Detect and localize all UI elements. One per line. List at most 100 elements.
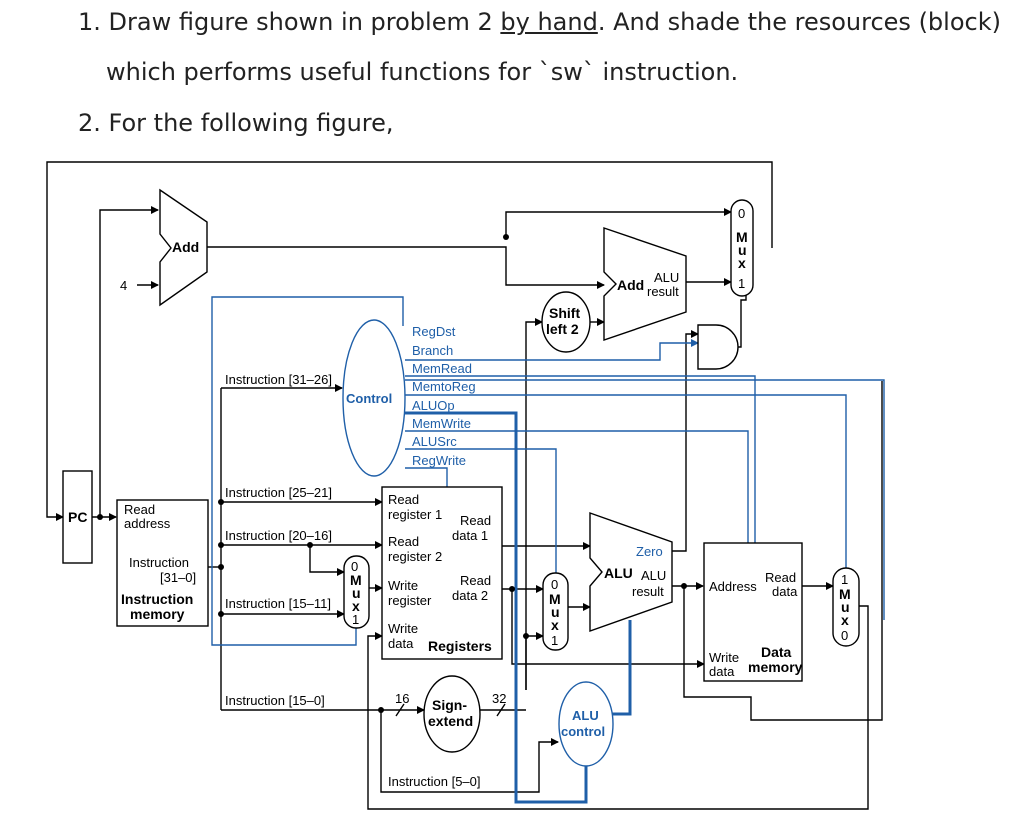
- pcsrc-mux-u: u: [738, 242, 747, 258]
- alu-control: ALU control: [558, 681, 614, 767]
- imem-read-address-1: Read: [124, 502, 155, 517]
- question-1-line-1: 1. Draw figure shown in problem 2 by han…: [78, 8, 1001, 36]
- field-31-26: Instruction [31–26]: [225, 372, 332, 387]
- control-label: Control: [346, 391, 392, 406]
- field-5-0: Instruction [5–0]: [388, 774, 481, 789]
- alu-control-1: ALU: [572, 708, 599, 723]
- question-2-number: 2.: [78, 109, 101, 137]
- pcsrc-mux-m: M: [736, 229, 748, 245]
- regdst-mux-zero: 0: [351, 559, 358, 574]
- question-1-number: 1.: [78, 8, 101, 36]
- reg-read-data2-1: Read: [460, 573, 491, 588]
- pcsrc-mux: 0 M u x 1: [730, 199, 754, 297]
- imem-name-1: Instruction: [121, 591, 193, 607]
- signal-alusrc: ALUSrc: [412, 434, 457, 449]
- signal-regdst: RegDst: [412, 324, 456, 339]
- branch-and-gate: [697, 324, 739, 370]
- memtoreg-mux-m: M: [839, 586, 851, 602]
- sign-extend-2: extend: [428, 713, 473, 729]
- data-memory: Address Read data Write data Data memory: [703, 542, 803, 682]
- signal-memtoreg: MemtoReg: [412, 379, 476, 394]
- regdst-mux-u: u: [352, 585, 361, 601]
- branch-adder: Add ALU result: [603, 227, 687, 341]
- regdst-mux-x: x: [352, 598, 360, 614]
- field-15-11: Instruction [15–11]: [225, 596, 331, 611]
- shift-left-2: Shift left 2: [541, 291, 591, 353]
- pcsrc-mux-one: 1: [738, 276, 745, 291]
- control-signal-labels: RegDst Branch MemRead MemtoReg ALUOp Mem…: [412, 324, 476, 468]
- dmem-name-2: memory: [748, 659, 803, 675]
- sign-extend-1: Sign-: [432, 697, 467, 713]
- question-1-line-2: which performs useful functions for `sw`…: [106, 58, 739, 86]
- reg-read-data1-2: data 1: [452, 528, 488, 543]
- register-file: Read register 1 Read data 1 Read registe…: [381, 486, 503, 660]
- memtoreg-mux-one: 1: [841, 572, 848, 587]
- field-25-21: Instruction [25–21]: [225, 485, 332, 500]
- alu-zero: Zero: [636, 544, 663, 559]
- shift-label-2: left 2: [546, 321, 579, 337]
- bus-width-slashes: [395, 703, 506, 717]
- reg-read-reg1-1: Read: [388, 492, 419, 507]
- pcsrc-mux-zero: 0: [738, 206, 745, 221]
- pc-adder: Add: [159, 188, 208, 307]
- alusrc-mux-x: x: [551, 617, 559, 633]
- alusrc-mux: 0 M u x 1: [542, 572, 569, 651]
- reg-read-reg2-1: Read: [388, 534, 419, 549]
- pcsrc-mux-x: x: [738, 255, 746, 271]
- alu-result-1: ALU: [641, 568, 666, 583]
- imem-read-address-2: address: [124, 516, 171, 531]
- regdst-mux-m: M: [350, 572, 362, 588]
- branch-adder-label: Add: [617, 277, 644, 293]
- signal-regwrite: RegWrite: [412, 453, 466, 468]
- reg-read-data2-2: data 2: [452, 588, 488, 603]
- field-20-16: Instruction [20–16]: [225, 528, 332, 543]
- question-1-underline: by hand: [500, 8, 598, 36]
- reg-read-reg1-2: register 1: [388, 507, 442, 522]
- reg-write-reg-2: register: [388, 593, 432, 608]
- signal-memread: MemRead: [412, 361, 472, 376]
- alu-control-2: control: [561, 724, 605, 739]
- signal-aluop: ALUOp: [412, 398, 455, 413]
- pc-label: PC: [68, 509, 87, 525]
- regdst-mux-one: 1: [352, 612, 359, 627]
- alu: ALU Zero ALU result: [589, 512, 673, 632]
- dmem-name-1: Data: [761, 644, 792, 660]
- dmem-write-data-1: Write: [709, 650, 739, 665]
- signal-branch: Branch: [412, 343, 453, 358]
- control-unit: Control: [342, 319, 406, 477]
- question-1-text-b: . And shade the resources (block): [597, 8, 1001, 36]
- reg-write-reg-1: Write: [388, 578, 418, 593]
- shift-label-1: Shift: [549, 305, 580, 321]
- junction-dots: [97, 234, 687, 713]
- instruction-field-labels: Instruction [31–26] Instruction [25–21] …: [225, 372, 481, 789]
- instruction-memory: Read address Instruction [31–0] Instruct…: [116, 499, 209, 627]
- alu-result-2: result: [632, 584, 664, 599]
- reg-read-reg2-2: register 2: [388, 549, 442, 564]
- pc-adder-label: Add: [172, 239, 199, 255]
- bits-in: 16: [395, 691, 409, 706]
- constant-four: 4: [120, 278, 127, 293]
- question-1-text-a: Draw figure shown in problem 2: [108, 8, 501, 36]
- alusrc-mux-zero: 0: [551, 577, 558, 592]
- alusrc-mux-u: u: [551, 604, 560, 620]
- signal-memwrite: MemWrite: [412, 416, 471, 431]
- pc-register: PC: [62, 470, 93, 564]
- memtoreg-mux-u: u: [841, 599, 850, 615]
- memtoreg-mux: 1 M u x 0: [832, 567, 860, 647]
- bits-out: 32: [492, 691, 506, 706]
- reg-read-data1-1: Read: [460, 513, 491, 528]
- sign-extend: Sign- extend: [423, 675, 481, 753]
- alusrc-mux-m: M: [549, 591, 561, 607]
- question-2: 2. For the following figure,: [78, 109, 394, 137]
- dmem-write-data-2: data: [709, 664, 735, 679]
- dmem-read-data-1: Read: [765, 570, 796, 585]
- reg-name: Registers: [428, 638, 492, 654]
- imem-instruction-1: Instruction: [129, 555, 189, 570]
- reg-write-data-1: Write: [388, 621, 418, 636]
- imem-name-2: memory: [130, 606, 185, 622]
- branch-adder-result-2: result: [647, 284, 679, 299]
- field-15-0: Instruction [15–0]: [225, 693, 325, 708]
- question-2-text: For the following figure,: [108, 109, 394, 137]
- reg-write-data-2: data: [388, 636, 414, 651]
